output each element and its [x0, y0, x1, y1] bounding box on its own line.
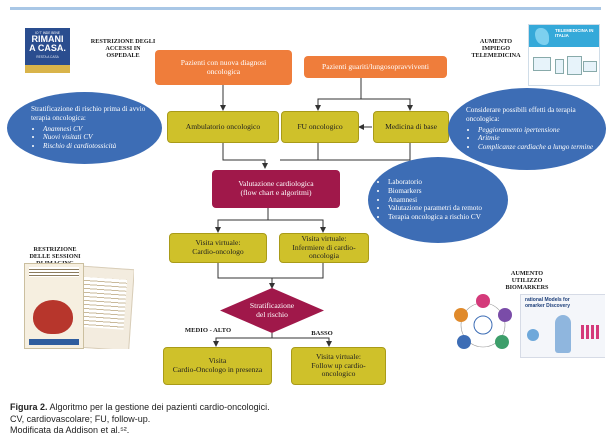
human-body-icon — [555, 315, 571, 353]
caption-title: Algoritmo per la gestione dei pazienti c… — [49, 402, 270, 412]
phone-icon — [555, 59, 564, 74]
ellipse-left-item: Anamnesi CV — [43, 125, 148, 134]
ellipse-center-item: Biomarkers — [388, 187, 494, 196]
label-restrizione-accessi: RESTRIZIONE DEGLI ACCESSI IN OSPEDALE — [90, 38, 156, 60]
molecule-icon — [527, 329, 539, 341]
arrow-fu-valutazione — [280, 143, 319, 161]
arrow-medicina-valutazione — [318, 143, 411, 161]
telemedicina-title: TELEMEDICINA IN ITALIA — [555, 28, 594, 38]
tablet-icon — [567, 56, 582, 75]
strat-line2: del rischio — [256, 310, 288, 319]
visita-infermiere-line1: Visita virtuale: — [301, 233, 347, 243]
node-pazienti-guariti: Pazienti guariti/lungosopravviventi — [304, 56, 447, 78]
node-stratificazione-rischio: Stratificazione del rischio — [232, 296, 312, 326]
heart-shape-icon — [33, 300, 73, 334]
biomarkers-panel: rational Models for omarker Discovery — [520, 294, 605, 358]
diamond-stratificazione-shape — [220, 288, 324, 333]
poster-line1: IO 'T INDE BENE — [35, 31, 60, 35]
label-aumento-telemedicina: AUMENTO IMPIEGO TELEMEDICINA — [471, 38, 521, 60]
node-visita-virtuale-infermiere: Visita virtuale: Infermiere di cardio-on… — [279, 233, 369, 263]
ellipse-center-item: Anamnesi — [388, 196, 494, 205]
label-medio-alto: MEDIO - ALTO — [184, 327, 232, 334]
node-visita-presenza: Visita Cardio-Oncologo in presenza — [163, 347, 272, 385]
ellipse-center-item: Terapia oncologica a rischio CV — [388, 213, 494, 222]
ellipse-left-title: Stratificazione di rischio prima di avvi… — [31, 105, 146, 123]
caption-line2: CV, cardiovascolare; FU, follow-up. — [10, 413, 151, 424]
biomarkers-image: rational Models for omarker Discovery — [448, 290, 605, 360]
valutazione-line2: (flow chart e algoritmi) — [240, 188, 312, 197]
laptop-icon — [583, 61, 597, 72]
italy-map-icon — [535, 28, 549, 45]
caption-line1: Figura 2. Algoritmo per la gestione dei … — [10, 402, 601, 414]
visita-infermiere-line2: Infermiere di cardio-oncologia — [292, 242, 356, 261]
node-ambulatorio-oncologico: Ambulatorio oncologico — [167, 111, 279, 143]
visita-followup-line2: Follow up cardio-oncologico — [311, 360, 366, 379]
biomarkers-title: rational Models for omarker Discovery — [525, 297, 571, 309]
visita-presenza-line2: Cardio-Oncologo in presenza — [172, 365, 263, 374]
node-visita-virtuale-cardio-oncologo: Visita virtuale: Cardio-oncologo — [169, 233, 267, 263]
ellipse-right-item: Complicanze cardiache a lungo termine — [478, 143, 596, 152]
visita-cardio-line1: Visita virtuale: — [195, 238, 241, 248]
ellipse-right-title: Considerare possibili effetti da terapia… — [466, 106, 576, 124]
figure-caption: Figura 2. Algoritmo per la gestione dei … — [10, 402, 601, 437]
label-aumento-biomarkers: AUMENTO UTILIZZO BIOMARKERS — [505, 270, 549, 292]
caption-figure-label: Figura 2. — [10, 402, 48, 412]
imaging-poster-image — [22, 263, 134, 349]
arrow-strat-split — [213, 333, 273, 347]
ellipse-effetti-terapia: Considerare possibili effetti da terapia… — [448, 88, 606, 170]
ellipse-left-item: Rischio di cardiotossicità — [43, 142, 148, 151]
ellipse-right-list: Peggioramento ipertensione Aritmie Compl… — [466, 126, 596, 152]
device-icons — [533, 55, 597, 81]
ellipse-laboratorio-biomarkers: Laboratorio Biomarkers Anamnesi Valutazi… — [368, 157, 508, 243]
arrow-strat-basso — [272, 337, 332, 347]
biomarker-network-diagram — [454, 294, 512, 349]
ellipse-stratificazione-prima-terapia: Stratificazione di rischio prima di avvi… — [7, 92, 162, 164]
ellipse-center-list: Laboratorio Biomarkers Anamnesi Valutazi… — [376, 178, 494, 221]
visita-cardio-line2: Cardio-oncologo — [192, 247, 244, 256]
top-rule — [10, 7, 601, 10]
node-medicina-di-base: Medicina di base — [373, 111, 449, 143]
visita-presenza-line1: Visita — [208, 356, 227, 366]
arrow-ambulatorio-valutazione — [222, 143, 268, 169]
telemedicina-image: TELEMEDICINA IN ITALIA — [528, 24, 600, 86]
arrow-valutazione-split — [215, 208, 269, 233]
poster-line2: RIMANI — [31, 34, 64, 44]
arrow-guariti-medicina — [361, 98, 413, 111]
poster-line3: A CASA. — [29, 43, 66, 53]
poster-front-sheet — [24, 263, 84, 349]
monitor-icon — [533, 57, 551, 71]
poster-footer-band — [25, 65, 70, 73]
poster-front-footer — [29, 339, 79, 345]
chart-icon — [581, 325, 599, 339]
visita-followup-line1: Visita virtuale: — [316, 351, 361, 361]
ellipse-left-item: Nuovi visitati CV — [43, 133, 148, 142]
poster-line4: RESTA A CASA — [36, 55, 59, 59]
valutazione-line1: Valutazione cardiologica — [238, 179, 314, 189]
ellipse-left-list: Anamnesi CV Nuovi visitati CV Rischio di… — [31, 125, 148, 151]
ellipse-right-item: Aritmie — [478, 134, 596, 143]
label-basso: BASSO — [311, 330, 333, 337]
arrow-guariti-split — [315, 78, 362, 111]
ellipse-center-item: Laboratorio — [388, 178, 494, 187]
flow-connectors — [213, 78, 413, 347]
telemedicina-header: TELEMEDICINA IN ITALIA — [529, 25, 599, 47]
poster-rimani-a-casa-image: IO 'T INDE BENE RIMANI A CASA. RESTA A C… — [25, 28, 70, 73]
arrow-visite-strat — [217, 263, 324, 279]
node-fu-oncologico: FU oncologico — [281, 111, 359, 143]
poster-front-header — [29, 267, 79, 277]
ellipse-center-item: Valutazione parametri da remoto — [388, 204, 494, 213]
node-pazienti-nuova-diagnosi: Pazienti con nuova diagnosi oncologica — [155, 50, 292, 85]
strat-line1: Stratificazione — [249, 301, 295, 311]
arrow-valutazione-infermiere — [268, 219, 326, 233]
node-visita-followup: Visita virtuale: Follow up cardio-oncolo… — [291, 347, 386, 385]
caption-line3: Modificata da Addison et al.⁵². — [10, 425, 130, 436]
ellipse-right-item: Peggioramento ipertensione — [478, 126, 596, 135]
node-valutazione-cardiologica: Valutazione cardiologica (flow chart e a… — [212, 170, 340, 208]
